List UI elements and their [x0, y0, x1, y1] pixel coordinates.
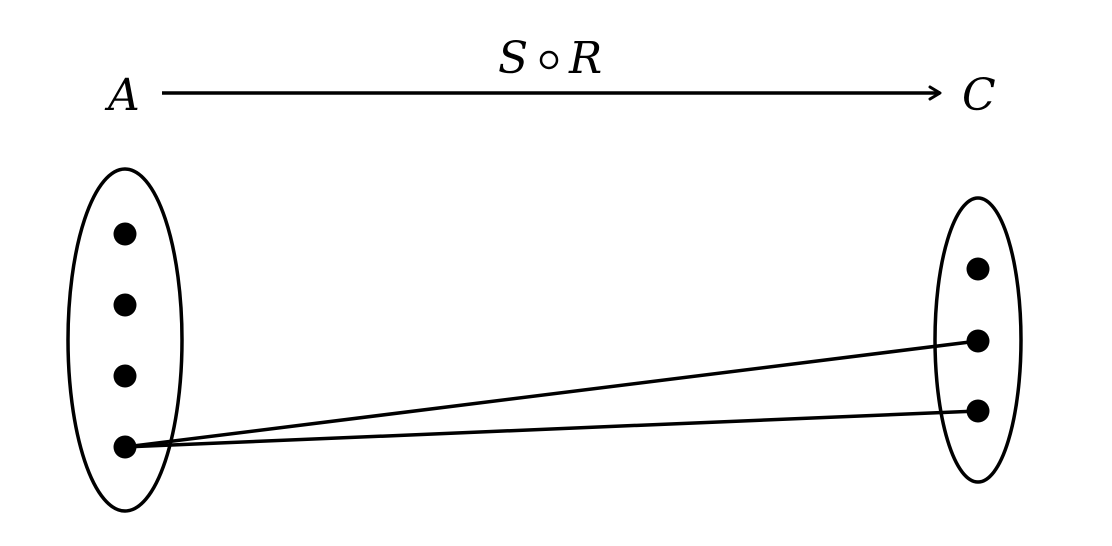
source-element-1: [113, 222, 137, 246]
target-element-3: [966, 399, 990, 423]
source-element-2: [113, 293, 137, 317]
source-set-label: A: [104, 70, 140, 121]
mapping-line-a4-c3: [124, 409, 979, 449]
mapping-line-a4-c2: [124, 339, 979, 449]
source-element-3: [113, 364, 137, 388]
target-element-1: [966, 257, 990, 281]
composition-operator-symbol: [539, 50, 559, 70]
arrow-label-s: S: [498, 33, 528, 84]
target-element-2: [966, 329, 990, 353]
source-set-ellipse: [66, 167, 184, 513]
target-set-label: C: [962, 70, 996, 121]
target-set-ellipse: [933, 196, 1023, 484]
source-element-4: [113, 435, 137, 459]
arrow-label-r: R: [568, 33, 602, 84]
